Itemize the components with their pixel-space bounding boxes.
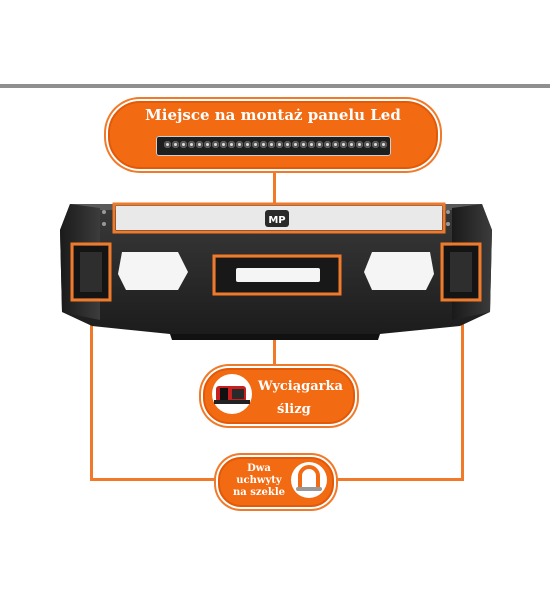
led-dot (348, 141, 355, 148)
winch-icon (212, 374, 252, 414)
led-dot (316, 141, 323, 148)
led-panel-callout (108, 101, 438, 169)
led-dot (180, 141, 187, 148)
led-dot (324, 141, 331, 148)
led-dot (356, 141, 363, 148)
top-divider (0, 84, 550, 88)
led-dot (372, 141, 379, 148)
left-shackle-line (90, 298, 93, 480)
led-dot (340, 141, 347, 148)
right-shackle-line-horizontal (330, 478, 464, 481)
shackle-label: Dwa uchwyty na szekle (226, 463, 292, 499)
led-dot (164, 141, 171, 148)
led-dot (276, 141, 283, 148)
led-dot (212, 141, 219, 148)
led-dot (268, 141, 275, 148)
led-dot (172, 141, 179, 148)
led-dot (188, 141, 195, 148)
winch-label: Wyciągarka (258, 379, 343, 394)
right-shackle-line (461, 298, 464, 480)
led-connector-line (273, 166, 276, 206)
led-dot (244, 141, 251, 148)
bumper-image: MP (60, 202, 492, 340)
led-dot (380, 141, 387, 148)
led-dot (332, 141, 339, 148)
led-dot (204, 141, 211, 148)
led-dot (284, 141, 291, 148)
led-dot (228, 141, 235, 148)
shackle-label-line3: na szekle (233, 487, 285, 498)
led-dot (252, 141, 259, 148)
led-dot (308, 141, 315, 148)
shackle-label-line1: Dwa (247, 463, 271, 474)
shackle-icon (291, 462, 327, 498)
shackle-label-line2: uchwyty (236, 475, 282, 486)
skid-label: ślizg (277, 402, 311, 417)
led-dot (292, 141, 299, 148)
led-dot (196, 141, 203, 148)
left-shackle-line-horizontal (90, 478, 220, 481)
led-dot (260, 141, 267, 148)
led-dot (220, 141, 227, 148)
led-bar-image (156, 136, 391, 156)
led-dot (300, 141, 307, 148)
led-panel-label: Miejsce na montaż panelu Led (145, 106, 401, 124)
led-dot (364, 141, 371, 148)
brand-logo: MP (268, 215, 285, 226)
led-dot (236, 141, 243, 148)
